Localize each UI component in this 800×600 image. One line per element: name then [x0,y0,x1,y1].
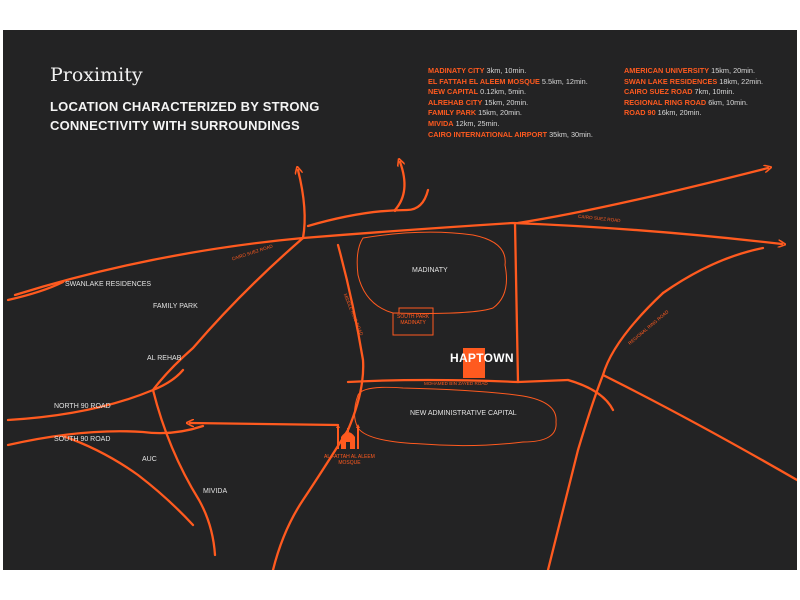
proximity-name: NEW CAPITAL [428,87,479,97]
north-road-left [298,170,306,240]
north-road-right [516,168,768,225]
proximity-detail: 15km, 20min. [711,66,755,75]
haptown-marker[interactable] [463,348,485,378]
proximity-detail: 16km, 20min. [657,108,702,118]
proximity-name: MIVIDA [428,118,454,128]
proximity-item: REGIONAL RING ROAD 6km, 10min. [624,98,763,109]
middle-ring-road [271,243,365,570]
al-rehab-connector [151,388,217,557]
subtitle-line-1: LOCATION CHARACTERIZED BY STRONG [50,99,320,114]
east-vertical-road [513,221,520,384]
north-90-road [6,368,185,422]
page-subtitle: LOCATION CHARACTERIZED BY STRONG CONNECT… [50,97,320,135]
north-road-mid [393,162,406,212]
proximity-item: ALREHAB CITY 15km, 20min. [428,98,593,109]
proximity-item: AMERICAN UNIVERSITY 15km, 20min. [624,66,763,77]
place-new-admin-capital: NEW ADMINISTRATIVE CAPITAL [410,410,517,417]
auc-road [61,434,195,527]
proximity-detail: 12km, 25min. [455,118,500,128]
proximity-detail: 5.5km, 12min. [541,76,588,86]
proximity-detail: 0.12km, 5min. [480,87,526,97]
proximity-name: CAIRO INTERNATIONAL AIRPORT [428,129,548,139]
proximity-name: REGIONAL RING ROAD [624,97,707,107]
proximity-detail: 35km, 30min. [549,129,593,139]
south-park-outline [392,307,434,336]
subtitle-line-2: CONNECTIVITY WITH SURROUNDINGS [50,118,300,133]
page-title: Proximity [50,64,143,86]
proximity-name: ALREHAB CITY [428,97,483,107]
proximity-item: CAIRO INTERNATIONAL AIRPORT 35km, 30min. [428,130,593,141]
south-90-road [6,424,205,447]
mohamed-bin-zayed-road [346,378,570,384]
proximity-name: ROAD 90 [624,108,656,118]
place-auc: AUC [142,456,157,463]
proximity-name: SWAN LAKE RESIDENCES [624,76,718,86]
proximity-name: AMERICAN UNIVERSITY [624,66,710,75]
place-mosque: AL FATTAH AL ALEEM MOSQUE [324,454,375,466]
proximity-list-right: AMERICAN UNIVERSITY 15km, 20min. SWAN LA… [624,66,763,119]
proximity-name: MADINATY CITY [428,66,485,75]
place-south-90-road: SOUTH 90 ROAD [54,436,111,443]
proximity-item: FAMILY PARK 15km, 20min. [428,108,593,119]
mosque-icon [336,424,360,449]
place-north-90-road: NORTH 90 ROAD [54,403,111,410]
place-haptown[interactable]: HAPTOWN [450,351,514,365]
place-mivida: MIVIDA [203,488,228,495]
west-arrow-road [190,423,340,425]
proximity-list-left: MADINATY CITY 3km, 10min. EL FATTAH EL A… [428,66,593,140]
proximity-detail: 15km, 20min. [484,97,529,107]
proximity-name: FAMILY PARK [428,108,477,118]
proximity-name: EL FATTAH EL ALEEM MOSQUE [428,76,540,86]
proximity-item: SWAN LAKE RESIDENCES 18km, 22min. [624,77,763,88]
proximity-item: ROAD 90 16km, 20min. [624,108,763,119]
place-family-park: FAMILY PARK [153,303,198,310]
place-south-park: SOUTH PARK MADINATY [397,314,430,326]
proximity-item: MIVIDA 12km, 25min. [428,119,593,130]
proximity-item: NEW CAPITAL 0.12km, 5min. [428,87,593,98]
place-al-rehab: AL REHAB [147,355,182,362]
proximity-detail: 3km, 10min. [486,66,527,75]
proximity-detail: 6km, 10min. [708,97,748,107]
road-network [6,30,797,570]
map-panel: Proximity LOCATION CHARACTERIZED BY STRO… [3,30,797,570]
road-label-mohamed-bin-zayed: MOHAMED BIN ZAYED ROAD [424,381,488,386]
proximity-detail: 18km, 22min. [719,76,764,86]
proximity-detail: 15km, 20min. [478,108,522,118]
cairo-suez-road [13,221,782,297]
regional-ring-road [546,291,665,570]
proximity-detail: 7km, 10min. [694,87,735,97]
new-capital-outline [354,386,557,447]
proximity-item: EL FATTAH EL ALEEM MOSQUE 5.5km, 12min. [428,77,593,88]
madinaty-outline [356,231,507,314]
proximity-item: MADINATY CITY 3km, 10min. [428,66,593,77]
place-swanlake: SWANLAKE RESIDENCES [65,281,152,288]
west-road-upper [151,236,305,392]
proximity-name: CAIRO SUEZ ROAD [624,87,693,97]
proximity-item: CAIRO SUEZ ROAD 7km, 10min. [624,87,763,98]
place-madinaty: MADINATY [412,267,448,274]
